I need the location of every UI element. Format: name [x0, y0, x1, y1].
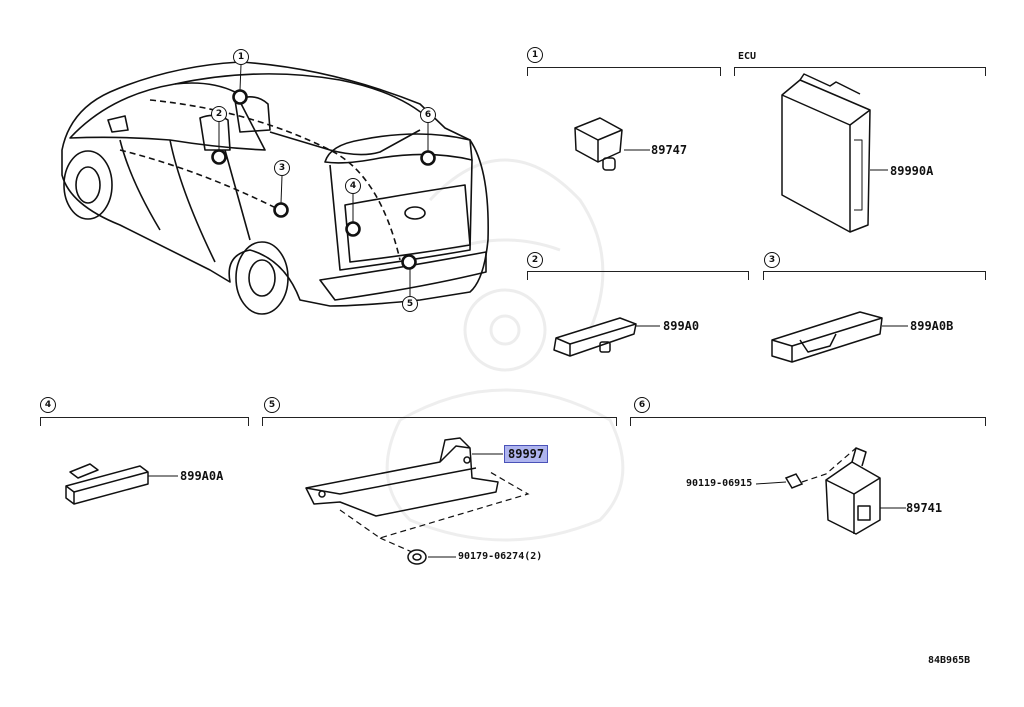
watermark	[385, 158, 625, 542]
group-6-bracket	[630, 417, 986, 426]
group-4-callout: 4	[40, 397, 56, 413]
part-number-89747[interactable]: 89747	[651, 143, 688, 157]
group-2-callout: 2	[527, 252, 543, 268]
group-5-bracket	[262, 417, 617, 426]
group-3-bracket	[763, 271, 986, 280]
group-2-bracket	[527, 271, 749, 280]
part-number-899A0[interactable]: 899A0	[663, 319, 700, 333]
part-number-89997-highlighted[interactable]: 89997	[504, 445, 549, 463]
part-899A0-drawing	[553, 317, 660, 357]
part-number-899A0A[interactable]: 899A0A	[180, 469, 224, 483]
group-ecu-bracket	[734, 67, 986, 76]
vehicle-illustration	[61, 61, 489, 315]
part-number-89990A[interactable]: 89990A	[890, 164, 934, 178]
sensor-markers	[211, 89, 436, 270]
vehicle-callout-3: 3	[274, 160, 290, 176]
part-89990A-drawing	[781, 73, 888, 233]
part-899A0B-drawing	[771, 311, 908, 363]
part-89997-drawing	[305, 437, 503, 517]
group-6-callout: 6	[634, 397, 650, 413]
vehicle-callout-1: 1	[233, 49, 249, 65]
part-number-89741[interactable]: 89741	[906, 501, 943, 515]
part-90179-drawing	[407, 549, 456, 565]
mounting-dashed-lines	[339, 471, 530, 553]
vehicle-callout-6: 6	[420, 107, 436, 123]
bolt-dashed-line	[801, 447, 857, 483]
part-89747-drawing	[574, 117, 650, 171]
callout-leaders	[218, 64, 429, 296]
group-1-bracket	[527, 67, 721, 76]
group-4-bracket	[40, 417, 249, 426]
vehicle-callout-4: 4	[345, 178, 361, 194]
ecu-label: ECU	[738, 51, 757, 62]
diagram-code: 84B965B	[928, 655, 971, 666]
part-899A0A-drawing	[65, 463, 178, 505]
group-1-callout: 1	[527, 47, 543, 63]
part-90119-drawing	[755, 473, 804, 489]
part-89741-drawing	[825, 447, 906, 535]
part-number-90119-06915[interactable]: 90119-06915	[686, 478, 753, 489]
part-number-90179-06274[interactable]: 90179-06274(2)	[458, 551, 543, 562]
part-number-899A0B[interactable]: 899A0B	[910, 319, 954, 333]
vehicle-callout-5: 5	[402, 296, 418, 312]
group-3-callout: 3	[764, 252, 780, 268]
group-5-callout: 5	[264, 397, 280, 413]
vehicle-callout-2: 2	[211, 106, 227, 122]
